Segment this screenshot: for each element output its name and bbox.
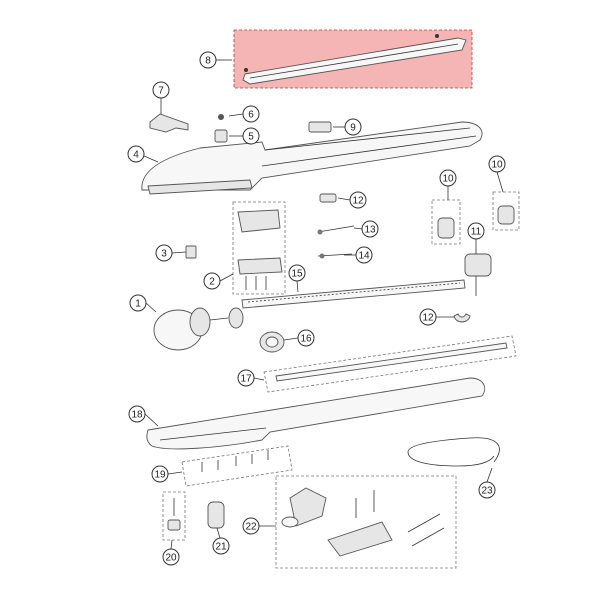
callout-11: 11 <box>467 222 485 240</box>
part-3-small-bracket <box>185 245 197 259</box>
part-12-clip <box>453 313 471 323</box>
callout-24: 23 <box>478 481 496 499</box>
callout-17: 16 <box>297 329 315 347</box>
callout-24-label: 23 <box>481 486 493 497</box>
callout-16-label: 15 <box>291 269 303 280</box>
callout-20: 19 <box>151 465 169 483</box>
callout-6: 6 <box>242 105 260 123</box>
part-22-gland <box>207 501 225 529</box>
callout-16: 15 <box>288 264 306 282</box>
callout-21-label: 20 <box>165 553 177 564</box>
callout-15-label: 14 <box>358 251 370 262</box>
motor-gear <box>228 307 244 329</box>
callout-10a: 10 <box>439 169 457 187</box>
callout-7: 7 <box>152 81 170 99</box>
callout-20-label: 19 <box>154 470 166 481</box>
part-20-screw-set <box>181 445 293 487</box>
callout-22: 21 <box>212 537 230 555</box>
part-7-bracket <box>149 113 189 133</box>
part-15-pin <box>317 253 353 259</box>
callout-10a-label: 10 <box>442 174 454 185</box>
callout-13-label: 12 <box>352 196 364 207</box>
callout-4-label: 4 <box>133 150 139 161</box>
callout-23: 22 <box>242 517 260 535</box>
callout-5-label: 5 <box>248 132 254 143</box>
callout-8-label: 8 <box>205 56 211 67</box>
callout-17-label: 16 <box>300 334 312 345</box>
callout-19-label: 18 <box>131 410 143 421</box>
part-21-bolt-nut <box>162 491 186 541</box>
callout-14: 13 <box>361 220 379 238</box>
callout-8: 8 <box>199 51 217 69</box>
callout-19: 18 <box>128 405 146 423</box>
callout-2: 2 <box>203 272 221 290</box>
callout-leaders <box>143 59 504 550</box>
callout-6-label: 6 <box>248 110 254 121</box>
part-2-carriage-group <box>232 201 286 295</box>
part-14-pin <box>317 225 355 235</box>
part-17-gear <box>259 331 285 353</box>
callout-5: 5 <box>242 127 260 145</box>
part-19-lower-housing <box>146 377 486 450</box>
part-4-upper-housing <box>141 121 483 195</box>
callout-9: 9 <box>344 118 362 136</box>
callout-11-label: 11 <box>471 227 482 238</box>
part-10b-mount <box>492 191 520 231</box>
callout-15: 14 <box>355 246 373 264</box>
part-11-end-unit <box>464 253 492 296</box>
callout-1-label: 1 <box>135 299 141 310</box>
part-6-screw <box>218 114 224 120</box>
part-13-clip <box>319 193 337 203</box>
callout-23-label: 22 <box>245 522 257 533</box>
callout-12-label: 12 <box>422 313 434 324</box>
callouts: 8 7 6 5 9 4 10 10 <box>127 51 506 566</box>
callout-4: 4 <box>127 145 145 163</box>
callout-10b: 10 <box>488 155 506 173</box>
part-24-cable <box>407 437 500 467</box>
part-10a-mount <box>431 199 461 245</box>
part-1-motor <box>153 307 229 351</box>
part-5-clip <box>214 129 228 143</box>
part-16-spring-shaft <box>241 279 466 309</box>
part-18-rail <box>263 335 517 393</box>
callout-1: 1 <box>129 294 147 312</box>
callout-22-label: 21 <box>215 542 227 553</box>
callout-9-label: 9 <box>350 123 356 134</box>
callout-2-label: 2 <box>209 277 215 288</box>
part-8-cover-bar <box>233 29 473 89</box>
callout-18-label: 17 <box>240 374 252 385</box>
callout-3: 3 <box>155 244 173 262</box>
callout-18: 17 <box>237 369 255 387</box>
part-23-mounting-kit <box>275 475 457 569</box>
callout-10b-label: 10 <box>491 160 503 171</box>
part-9-clip <box>308 121 332 133</box>
callout-3-label: 3 <box>161 249 167 260</box>
callout-7-label: 7 <box>158 86 164 97</box>
callout-14-label: 13 <box>364 225 376 236</box>
callout-21: 20 <box>162 548 180 566</box>
callout-12: 12 <box>419 308 437 326</box>
callout-13: 12 <box>349 191 367 209</box>
